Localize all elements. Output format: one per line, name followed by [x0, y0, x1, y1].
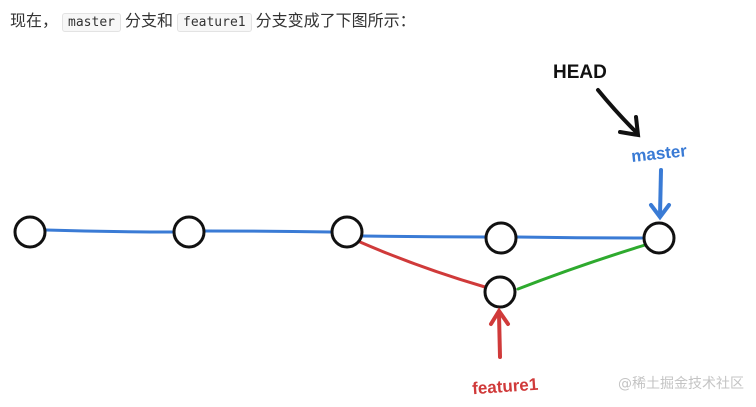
commit-node-3	[330, 215, 364, 249]
feature1-label: feature1	[472, 375, 539, 399]
commit-nodes	[13, 215, 676, 309]
watermark: @稀土掘金技术社区	[618, 376, 744, 392]
commit-node-feature1	[483, 275, 517, 309]
commit-node-4	[484, 221, 518, 255]
code-master: master	[62, 13, 121, 32]
master-branch-line	[44, 228, 644, 240]
caption-middle: 分支和	[124, 11, 173, 30]
commit-node-1	[13, 215, 47, 249]
caption-prefix: 现在，	[10, 11, 59, 30]
commit-node-5	[642, 221, 676, 255]
head-label: HEAD	[553, 62, 607, 83]
code-feature1: feature1	[177, 13, 252, 32]
feature1-branch-line	[358, 240, 487, 289]
merge-line	[516, 243, 647, 291]
master-arrow-icon	[649, 168, 671, 221]
feature1-arrow-icon	[489, 307, 510, 359]
caption-suffix: 分支变成了下图所示：	[255, 11, 416, 30]
commit-node-2	[172, 215, 206, 249]
master-label: master	[630, 141, 688, 166]
head-arrow-icon	[596, 88, 641, 138]
